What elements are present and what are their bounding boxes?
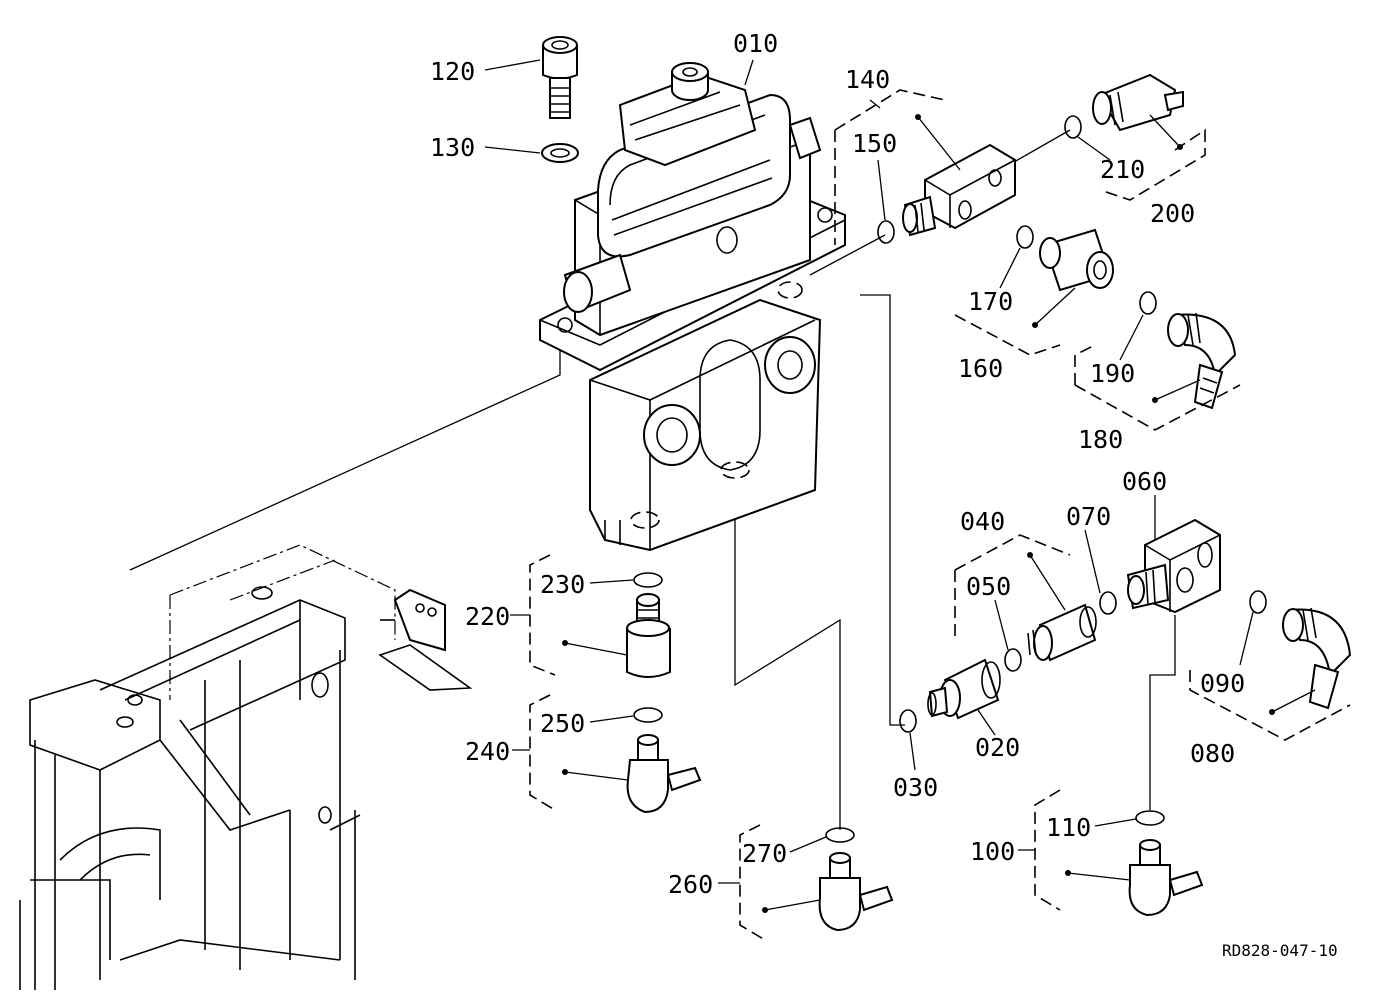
label-060: 060 bbox=[1122, 467, 1167, 496]
label-260: 260 bbox=[668, 870, 713, 899]
label-270: 270 bbox=[742, 839, 787, 868]
reference-code: RD828-047-10 bbox=[1222, 941, 1338, 960]
label-160: 160 bbox=[958, 354, 1003, 383]
group-140 bbox=[834, 89, 1016, 245]
label-150: 150 bbox=[852, 129, 897, 158]
label-220: 220 bbox=[465, 602, 510, 631]
group-220 bbox=[529, 554, 671, 678]
label-240: 240 bbox=[465, 737, 510, 766]
label-030: 030 bbox=[893, 773, 938, 802]
label-190: 190 bbox=[1090, 359, 1135, 388]
label-120: 120 bbox=[430, 57, 475, 86]
alignment-lines bbox=[129, 129, 1176, 830]
group-200 bbox=[1064, 73, 1206, 201]
label-170: 170 bbox=[968, 287, 1013, 316]
group-100 bbox=[1034, 789, 1204, 917]
label-230: 230 bbox=[540, 570, 585, 599]
group-260 bbox=[739, 824, 894, 941]
group-040 bbox=[954, 534, 1097, 672]
label-200: 200 bbox=[1150, 199, 1195, 228]
label-180: 180 bbox=[1078, 425, 1123, 454]
group-240 bbox=[529, 694, 702, 814]
label-100: 100 bbox=[970, 837, 1015, 866]
label-110: 110 bbox=[1046, 813, 1091, 842]
part-labels: 010 120 130 140 150 210 200 170 160 190 … bbox=[430, 29, 1338, 960]
block-060 bbox=[1099, 518, 1221, 615]
label-020: 020 bbox=[975, 733, 1020, 762]
group-180 bbox=[1074, 291, 1241, 431]
label-080: 080 bbox=[1190, 739, 1235, 768]
chassis-frame bbox=[19, 544, 473, 990]
label-010: 010 bbox=[733, 29, 778, 58]
label-090: 090 bbox=[1200, 669, 1245, 698]
bolt-120 bbox=[542, 36, 578, 119]
adapter-020 bbox=[899, 658, 1001, 733]
label-140: 140 bbox=[845, 65, 890, 94]
group-080 bbox=[1189, 590, 1352, 741]
label-050: 050 bbox=[966, 572, 1011, 601]
control-valve-010 bbox=[539, 62, 846, 552]
label-130: 130 bbox=[430, 133, 475, 162]
label-250: 250 bbox=[540, 709, 585, 738]
label-040: 040 bbox=[960, 507, 1005, 536]
washer-130 bbox=[541, 143, 579, 163]
group-160 bbox=[954, 225, 1114, 356]
label-210: 210 bbox=[1100, 155, 1145, 184]
callout-leaders bbox=[484, 59, 1254, 884]
label-070: 070 bbox=[1066, 502, 1111, 531]
